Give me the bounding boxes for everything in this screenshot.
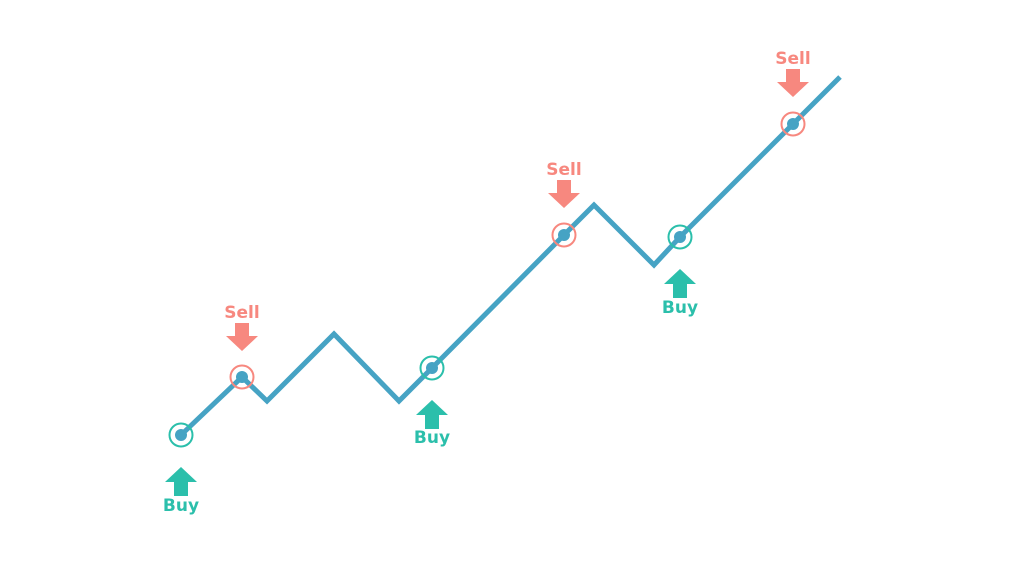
signal-ring bbox=[780, 111, 806, 137]
signal-ring bbox=[667, 224, 693, 250]
sell-signal-2: Sell bbox=[546, 160, 582, 248]
sell-arrow-down-icon bbox=[226, 323, 258, 351]
signal-ring bbox=[168, 422, 194, 448]
signal-label: Sell bbox=[775, 49, 810, 69]
signal-dot bbox=[175, 429, 187, 441]
signal-dot bbox=[426, 362, 438, 374]
sell-signal-1: Sell bbox=[224, 303, 260, 390]
signal-label: Sell bbox=[546, 160, 581, 180]
signal-dot bbox=[236, 371, 248, 383]
signal-label: Sell bbox=[224, 303, 259, 323]
sell-signal-3: Sell bbox=[775, 49, 811, 137]
signal-dot bbox=[674, 231, 686, 243]
price-line bbox=[179, 75, 842, 437]
sell-arrow-down-icon bbox=[777, 69, 809, 97]
buy-arrow-up-icon bbox=[165, 467, 197, 496]
signal-label: Buy bbox=[163, 496, 199, 516]
signal-dot bbox=[787, 118, 799, 130]
signal-ring bbox=[229, 364, 255, 390]
buy-arrow-up-icon bbox=[664, 269, 696, 298]
signal-label: Buy bbox=[414, 428, 450, 448]
signal-dot bbox=[558, 229, 570, 241]
buy-signal-1: Buy bbox=[163, 422, 199, 516]
buy-signal-3: Buy bbox=[662, 224, 698, 318]
buy-arrow-up-icon bbox=[416, 400, 448, 429]
signal-label: Buy bbox=[662, 298, 698, 318]
signal-ring bbox=[551, 222, 577, 248]
buy-signal-2: Buy bbox=[414, 355, 450, 448]
signal-ring bbox=[419, 355, 445, 381]
sell-arrow-down-icon bbox=[548, 180, 580, 208]
